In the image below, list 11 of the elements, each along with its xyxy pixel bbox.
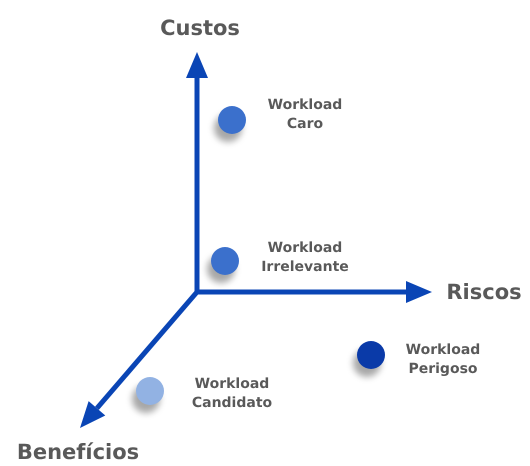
point-label: Workload Irrelevante bbox=[260, 239, 350, 277]
axis-title: Custos bbox=[160, 16, 240, 40]
point-label: Workload Candidato bbox=[190, 375, 274, 413]
data-point bbox=[218, 106, 246, 134]
data-point bbox=[136, 377, 164, 405]
axis-title: Riscos bbox=[446, 280, 522, 304]
data-point bbox=[211, 247, 239, 275]
data-point bbox=[357, 341, 385, 369]
point-label: Workload Caro bbox=[266, 96, 344, 134]
axis-title: Benefícios bbox=[16, 440, 140, 464]
point-label: Workload Perigoso bbox=[404, 341, 482, 379]
